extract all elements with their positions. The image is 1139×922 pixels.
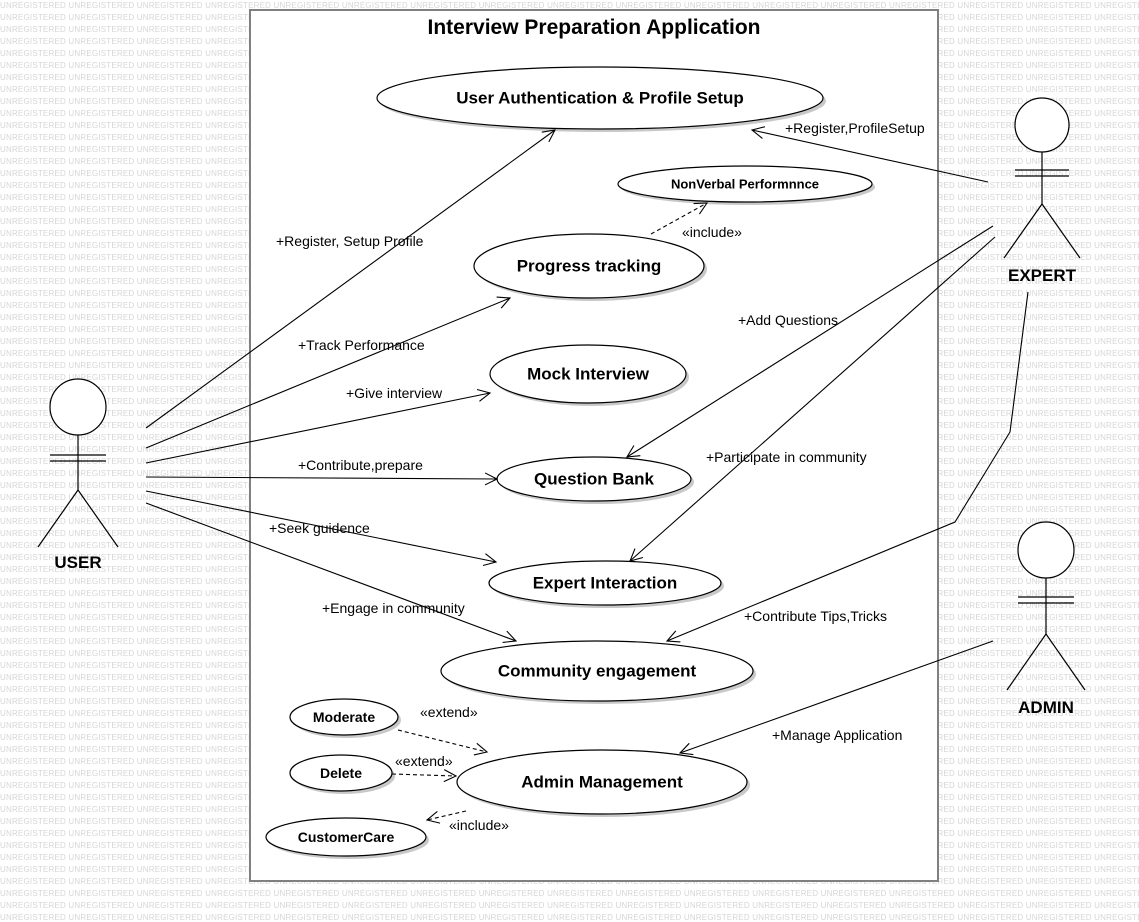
assoc-user-mock (145, 393, 490, 464)
use-case-moderate-label: Moderate (313, 709, 375, 725)
assoc-user-expert-interaction (145, 490, 496, 562)
use-case-mock-interview-label: Mock Interview (527, 365, 650, 384)
label-user-contribute: +Contribute,prepare (298, 457, 423, 473)
watermark-row: UNREGISTERED UNREGISTERED UNREGISTERED U… (0, 1, 1139, 10)
use-case-nonverbal[interactable]: NonVerbal Performnnce (617, 165, 875, 205)
label-extend-delete: «extend» (395, 753, 453, 769)
actor-admin-head-icon (1017, 521, 1075, 579)
use-case-customer-care-label: CustomerCare (298, 829, 395, 845)
actor-expert-head-icon (1014, 97, 1070, 153)
use-case-progress[interactable]: Progress tracking (473, 233, 707, 301)
label-expert-tips: +Contribute Tips,Tricks (744, 608, 887, 624)
assoc-expert-community (667, 291, 1029, 641)
use-case-moderate[interactable]: Moderate (289, 698, 401, 738)
actor-user-name: USER (54, 553, 101, 572)
extend-delete-arrow (391, 774, 456, 776)
actor-expert-name: EXPERT (1008, 266, 1077, 285)
label-admin-manage: +Manage Application (772, 727, 902, 743)
actor-user-head-icon (49, 378, 107, 436)
label-user-interview: +Give interview (346, 385, 443, 401)
actor-admin[interactable]: ADMIN (1006, 521, 1086, 717)
use-case-community-engagement-label: Community engagement (498, 662, 697, 681)
assoc-admin-management (680, 640, 994, 753)
label-user-register: +Register, Setup Profile (276, 233, 424, 249)
assoc-user-auth (145, 130, 555, 429)
label-expert-register: +Register,ProfileSetup (785, 120, 925, 136)
label-expert-questions: +Add Questions (738, 312, 838, 328)
label-include-nonverbal: «include» (682, 224, 742, 240)
watermark-row: UNREGISTERED UNREGISTERED UNREGISTERED U… (0, 913, 1139, 922)
actor-user[interactable]: USER (37, 378, 119, 572)
extend-moderate-arrow (397, 729, 487, 752)
diagram-title: Interview Preparation Application (428, 16, 761, 39)
use-case-customer-care[interactable]: CustomerCare (265, 817, 429, 859)
actor-admin-name: ADMIN (1018, 698, 1074, 717)
use-case-auth-label: User Authentication & Profile Setup (456, 89, 743, 108)
use-case-expert-interaction[interactable]: Expert Interaction (488, 560, 724, 608)
use-case-community-engagement[interactable]: Community engagement (440, 640, 756, 704)
assoc-user-question-bank (145, 477, 497, 479)
use-case-auth[interactable]: User Authentication & Profile Setup (376, 66, 826, 132)
use-case-mock-interview[interactable]: Mock Interview (489, 344, 689, 406)
label-expert-participate: +Participate in community (706, 449, 867, 465)
assoc-expert-auth (752, 130, 989, 183)
label-include-customercare: «include» (449, 817, 509, 833)
label-extend-moderate: «extend» (420, 704, 478, 720)
use-case-question-bank[interactable]: Question Bank (496, 456, 694, 504)
actor-expert[interactable]: EXPERT (1003, 97, 1081, 285)
assoc-user-progress (145, 298, 510, 449)
watermark-row: UNREGISTERED UNREGISTERED UNREGISTERED U… (0, 901, 1139, 910)
use-case-nonverbal-label: NonVerbal Performnnce (671, 177, 819, 192)
use-case-admin-management[interactable]: Admin Management (456, 749, 750, 817)
label-user-guidance: +Seek guidence (269, 520, 370, 536)
assoc-expert-interaction (630, 236, 996, 561)
use-case-progress-label: Progress tracking (517, 257, 662, 276)
include-nonverbal-arrow (650, 203, 707, 235)
use-case-admin-management-label: Admin Management (521, 773, 683, 792)
label-user-engage: +Engage in community (322, 600, 465, 616)
watermark-row: UNREGISTERED UNREGISTERED UNREGISTERED U… (0, 889, 1139, 898)
assoc-user-community (145, 502, 516, 641)
assoc-expert-question-bank (627, 225, 994, 457)
use-case-expert-interaction-label: Expert Interaction (533, 574, 678, 593)
use-case-delete-label: Delete (320, 765, 362, 781)
use-case-delete[interactable]: Delete (289, 754, 395, 794)
use-case-question-bank-label: Question Bank (534, 470, 655, 489)
label-user-track: +Track Performance (298, 337, 425, 353)
